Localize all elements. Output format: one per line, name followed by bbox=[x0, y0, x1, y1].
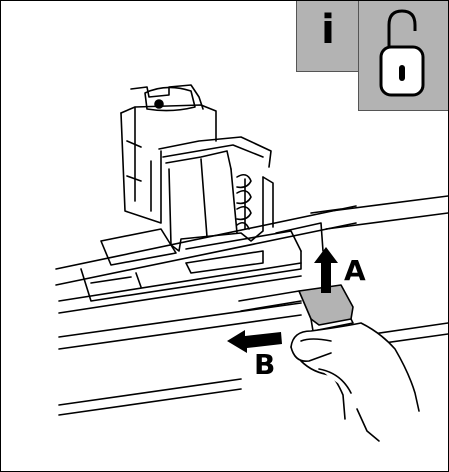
release-latch bbox=[238, 284, 354, 332]
hand bbox=[290, 322, 420, 442]
arrow-b bbox=[227, 330, 282, 353]
carriage-rails bbox=[55, 195, 448, 416]
callout-b: B bbox=[254, 348, 276, 381]
ink-cartridge-rear bbox=[120, 84, 217, 224]
carriage-base bbox=[80, 208, 342, 302]
ink-cartridge-front bbox=[158, 136, 274, 252]
unlocked-padlock-icon bbox=[379, 9, 425, 97]
info-icon: i bbox=[321, 7, 335, 53]
arrow-a bbox=[314, 247, 338, 293]
lock-badge bbox=[358, 1, 448, 111]
callout-a: A bbox=[344, 254, 366, 287]
info-badge: i bbox=[296, 1, 359, 72]
